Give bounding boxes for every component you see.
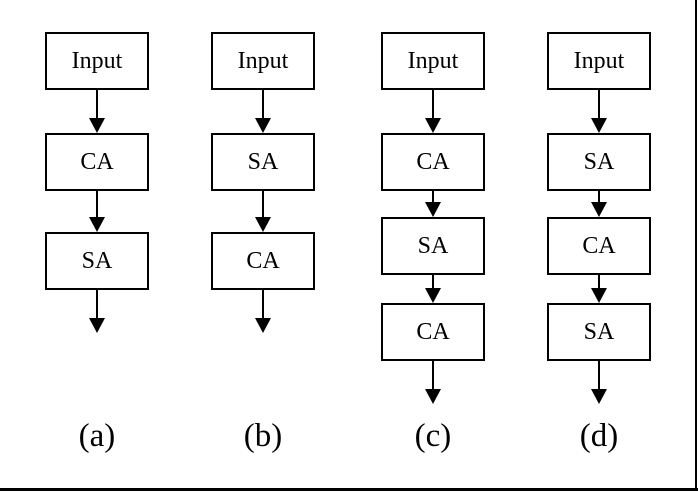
flow-box-input: Input (547, 32, 651, 90)
arrow-head-icon (89, 318, 105, 333)
arrow-head-icon (425, 202, 441, 217)
arrow-line (598, 361, 600, 391)
arrow-head-icon (425, 288, 441, 303)
arrow-line (262, 290, 264, 320)
flow-box-sa: SA (45, 232, 149, 290)
down-arrow (590, 90, 608, 133)
down-arrow (254, 290, 272, 333)
arrow-line (432, 191, 434, 204)
flow-box-sa: SA (547, 133, 651, 191)
arrow-head-icon (89, 217, 105, 232)
arrow-head-icon (89, 118, 105, 133)
down-arrow (590, 191, 608, 217)
arrow-head-icon (255, 217, 271, 232)
flow-box-sa: SA (211, 133, 315, 191)
flow-box-input: Input (45, 32, 149, 90)
arrow-line (262, 191, 264, 219)
down-arrow (590, 361, 608, 404)
arrow-line (262, 90, 264, 120)
flow-box-ca: CA (381, 133, 485, 191)
down-arrow (254, 90, 272, 133)
column-label: (c) (414, 418, 452, 454)
down-arrow (88, 191, 106, 232)
arrow-line (598, 191, 600, 204)
arrow-line (432, 361, 434, 391)
arrow-line (432, 275, 434, 290)
arrow-line (598, 90, 600, 120)
arrow-head-icon (591, 118, 607, 133)
arrow-head-icon (591, 389, 607, 404)
right-rule (695, 0, 697, 491)
column-label: (b) (243, 418, 283, 454)
down-arrow (590, 275, 608, 303)
column-label: (a) (78, 418, 116, 454)
arrow-line (96, 191, 98, 219)
arrow-head-icon (425, 389, 441, 404)
flow-box-input: Input (381, 32, 485, 90)
arrow-head-icon (425, 118, 441, 133)
flow-box-sa: SA (381, 217, 485, 275)
arrow-head-icon (591, 288, 607, 303)
flow-box-ca: CA (45, 133, 149, 191)
arrow-head-icon (255, 318, 271, 333)
flow-box-input: Input (211, 32, 315, 90)
arrow-line (598, 275, 600, 290)
down-arrow (424, 191, 442, 217)
flow-box-ca: CA (211, 232, 315, 290)
arrow-line (96, 290, 98, 320)
down-arrow (254, 191, 272, 232)
down-arrow (424, 275, 442, 303)
arrow-head-icon (255, 118, 271, 133)
flow-box-sa: SA (547, 303, 651, 361)
down-arrow (88, 90, 106, 133)
column-label: (d) (579, 418, 619, 454)
arrow-line (432, 90, 434, 120)
flow-box-ca: CA (381, 303, 485, 361)
down-arrow (424, 90, 442, 133)
arrow-head-icon (591, 202, 607, 217)
bottom-rule (0, 488, 698, 491)
down-arrow (424, 361, 442, 404)
arrow-line (96, 90, 98, 120)
flow-box-ca: CA (547, 217, 651, 275)
down-arrow (88, 290, 106, 333)
